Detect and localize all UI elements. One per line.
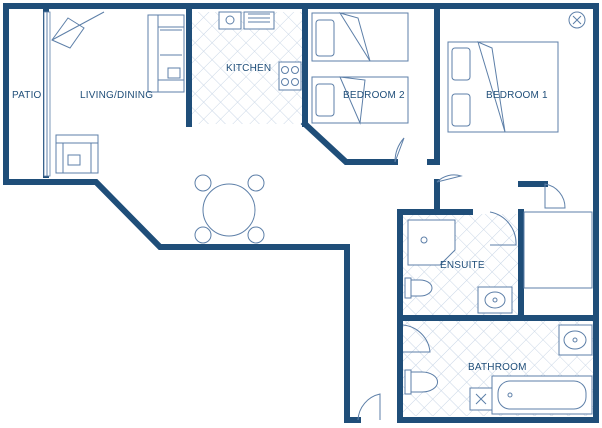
patio-label: PATIO: [12, 90, 42, 101]
bedroom2-furniture: BEDROOM 2: [311, 12, 409, 163]
bathroom-label: BATHROOM: [468, 362, 527, 373]
bedroom1-label: BEDROOM 1: [486, 90, 548, 101]
entry-door-swing: [357, 393, 381, 421]
patio-deck: [43, 11, 51, 177]
living-dining-label: LIVING/DINING: [80, 90, 153, 101]
bed2-lower-wall: [300, 119, 398, 165]
dining-table: [202, 183, 256, 237]
living-furniture: LIVING/DINING PATIO: [12, 11, 265, 244]
ensuite-fixtures: ENSUITE: [404, 211, 517, 314]
kitchen-label: KITCHEN: [226, 63, 271, 74]
wardrobe-door-swing: [544, 183, 566, 209]
lamp-table: [167, 67, 181, 79]
ensuite-label: ENSUITE: [440, 260, 485, 271]
shower: [407, 219, 456, 266]
ensuite-door-swing: [489, 211, 517, 246]
bathroom-toilet: [407, 371, 438, 393]
kitchen-hob: [278, 61, 302, 91]
ensuite-basin: [477, 286, 513, 314]
outer-wall-left-top: [3, 3, 599, 423]
bathtub: [491, 375, 593, 415]
outer-wall-bottom-left: [3, 179, 361, 423]
kitchen-drainer: [243, 11, 275, 30]
bathroom-door-swing: [402, 324, 431, 353]
bed1-door-swing: [436, 174, 463, 183]
kitchen-sink: [218, 11, 242, 30]
kitchen-fixtures: KITCHEN: [218, 11, 302, 91]
ensuite-toilet: [407, 279, 433, 297]
wardrobe: [523, 211, 593, 289]
dining-chair: [194, 174, 212, 192]
bedroom1-furniture: BEDROOM 1: [436, 11, 593, 289]
bedroom2-label: BEDROOM 2: [343, 90, 405, 101]
corner-unit: [51, 17, 85, 49]
bathroom-fixtures: BATHROOM: [357, 324, 593, 421]
bed2-door-swing: [394, 137, 405, 163]
